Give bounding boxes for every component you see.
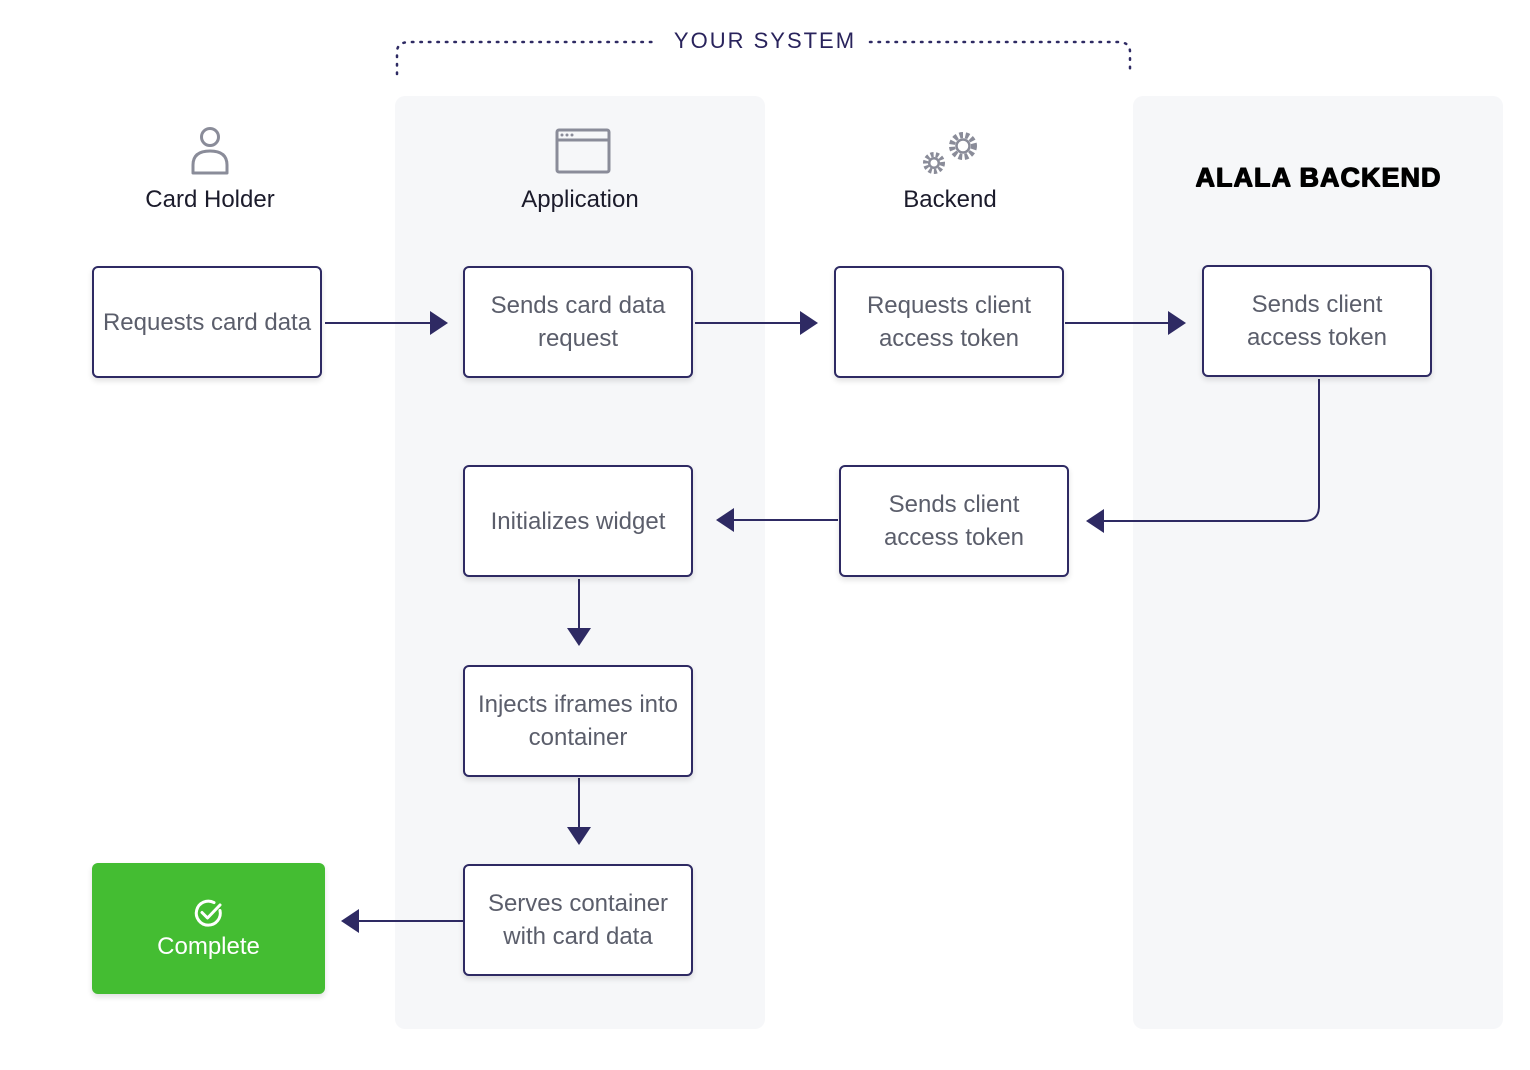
- step-injects-iframes: Injects iframes into container: [463, 665, 693, 777]
- complete-label: Complete: [157, 932, 260, 960]
- arrowhead: [1086, 509, 1104, 533]
- arrowhead: [716, 508, 734, 532]
- arrow-alala-to-backend: [1098, 379, 1320, 522]
- column-title-backend: Backend: [903, 186, 997, 213]
- step-serves-container: Serves container with card data: [463, 864, 693, 976]
- arrowhead: [430, 311, 448, 335]
- your-system-label: YOUR SYSTEM: [673, 28, 857, 53]
- arrowhead: [341, 909, 359, 933]
- complete-box: Complete: [92, 863, 325, 994]
- person-icon: [191, 127, 229, 175]
- step-alala-sends-client-access-token: Sends client access token: [1202, 265, 1432, 377]
- step-backend-sends-client-access-token: Sends client access token: [839, 465, 1069, 577]
- column-title-application: Application: [521, 186, 639, 213]
- step-initializes-widget: Initializes widget: [463, 465, 693, 577]
- column-title-card-holder: Card Holder: [145, 186, 275, 213]
- arrowhead: [567, 628, 591, 646]
- step-requests-card-data: Requests card data: [92, 266, 322, 378]
- alala-backend-lane: [1133, 96, 1503, 1029]
- arrowhead: [800, 311, 818, 335]
- arrowhead: [567, 827, 591, 845]
- column-title-alala-backend: ALALA BACKEND: [1195, 162, 1441, 192]
- check-circle-icon: [194, 899, 222, 927]
- arrowhead: [1168, 311, 1186, 335]
- step-sends-card-data-request: Sends card data request: [463, 266, 693, 378]
- gears-icon: [923, 132, 977, 174]
- step-requests-client-access-token: Requests client access token: [834, 266, 1064, 378]
- browser-window-icon: [555, 128, 611, 174]
